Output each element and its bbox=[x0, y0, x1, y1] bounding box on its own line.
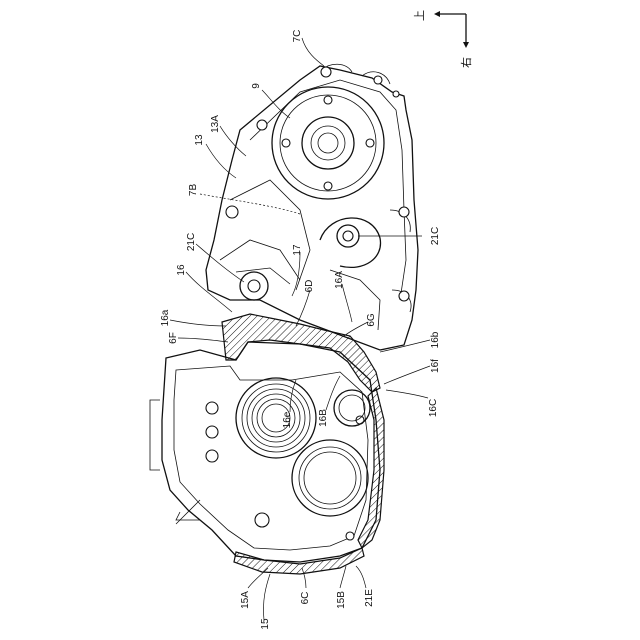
label-16B: 16B bbox=[318, 409, 329, 427]
label-6F: 6F bbox=[168, 332, 179, 344]
label-16C: 16C bbox=[428, 399, 439, 417]
bore-16b bbox=[334, 390, 370, 426]
label-21E: 21E bbox=[364, 589, 375, 607]
up-arrow-head bbox=[434, 11, 440, 17]
label-15A: 15A bbox=[240, 591, 251, 609]
label-16b: 16b bbox=[430, 331, 441, 348]
lower-bore bbox=[292, 440, 368, 516]
label-6G: 6G bbox=[366, 313, 377, 327]
upper-housing bbox=[206, 64, 418, 350]
lower-crankcase bbox=[150, 342, 380, 562]
label-16e: 16e bbox=[282, 411, 293, 428]
label-7C: 7C bbox=[292, 30, 303, 43]
label-17: 17 bbox=[292, 244, 303, 256]
label-13: 13 bbox=[194, 134, 205, 146]
round-cover-9 bbox=[272, 87, 384, 199]
label-15B: 15B bbox=[336, 591, 347, 609]
right-label: 右 bbox=[459, 57, 473, 68]
orientation-indicator: 上 右 bbox=[413, 10, 473, 68]
label-7B: 7B bbox=[188, 184, 199, 197]
label-13A: 13A bbox=[210, 115, 221, 133]
boss-21c-left bbox=[236, 268, 290, 300]
label-16a: 16a bbox=[160, 309, 171, 326]
label-6D: 6D bbox=[304, 280, 315, 293]
label-16f: 16f bbox=[430, 359, 441, 373]
label-9: 9 bbox=[251, 83, 262, 89]
label-16: 16 bbox=[176, 264, 187, 276]
label-21C-left: 21C bbox=[186, 233, 197, 251]
label-6C: 6C bbox=[300, 592, 311, 605]
label-16A: 16A bbox=[334, 271, 345, 289]
label-21C-right: 21C bbox=[430, 227, 441, 245]
right-arrow-head bbox=[463, 42, 469, 48]
label-15: 15 bbox=[260, 618, 271, 630]
up-label: 上 bbox=[413, 10, 426, 21]
gasket-16 bbox=[222, 314, 384, 548]
bottom-flange bbox=[234, 548, 364, 574]
bearing-bore-16e bbox=[236, 378, 316, 458]
